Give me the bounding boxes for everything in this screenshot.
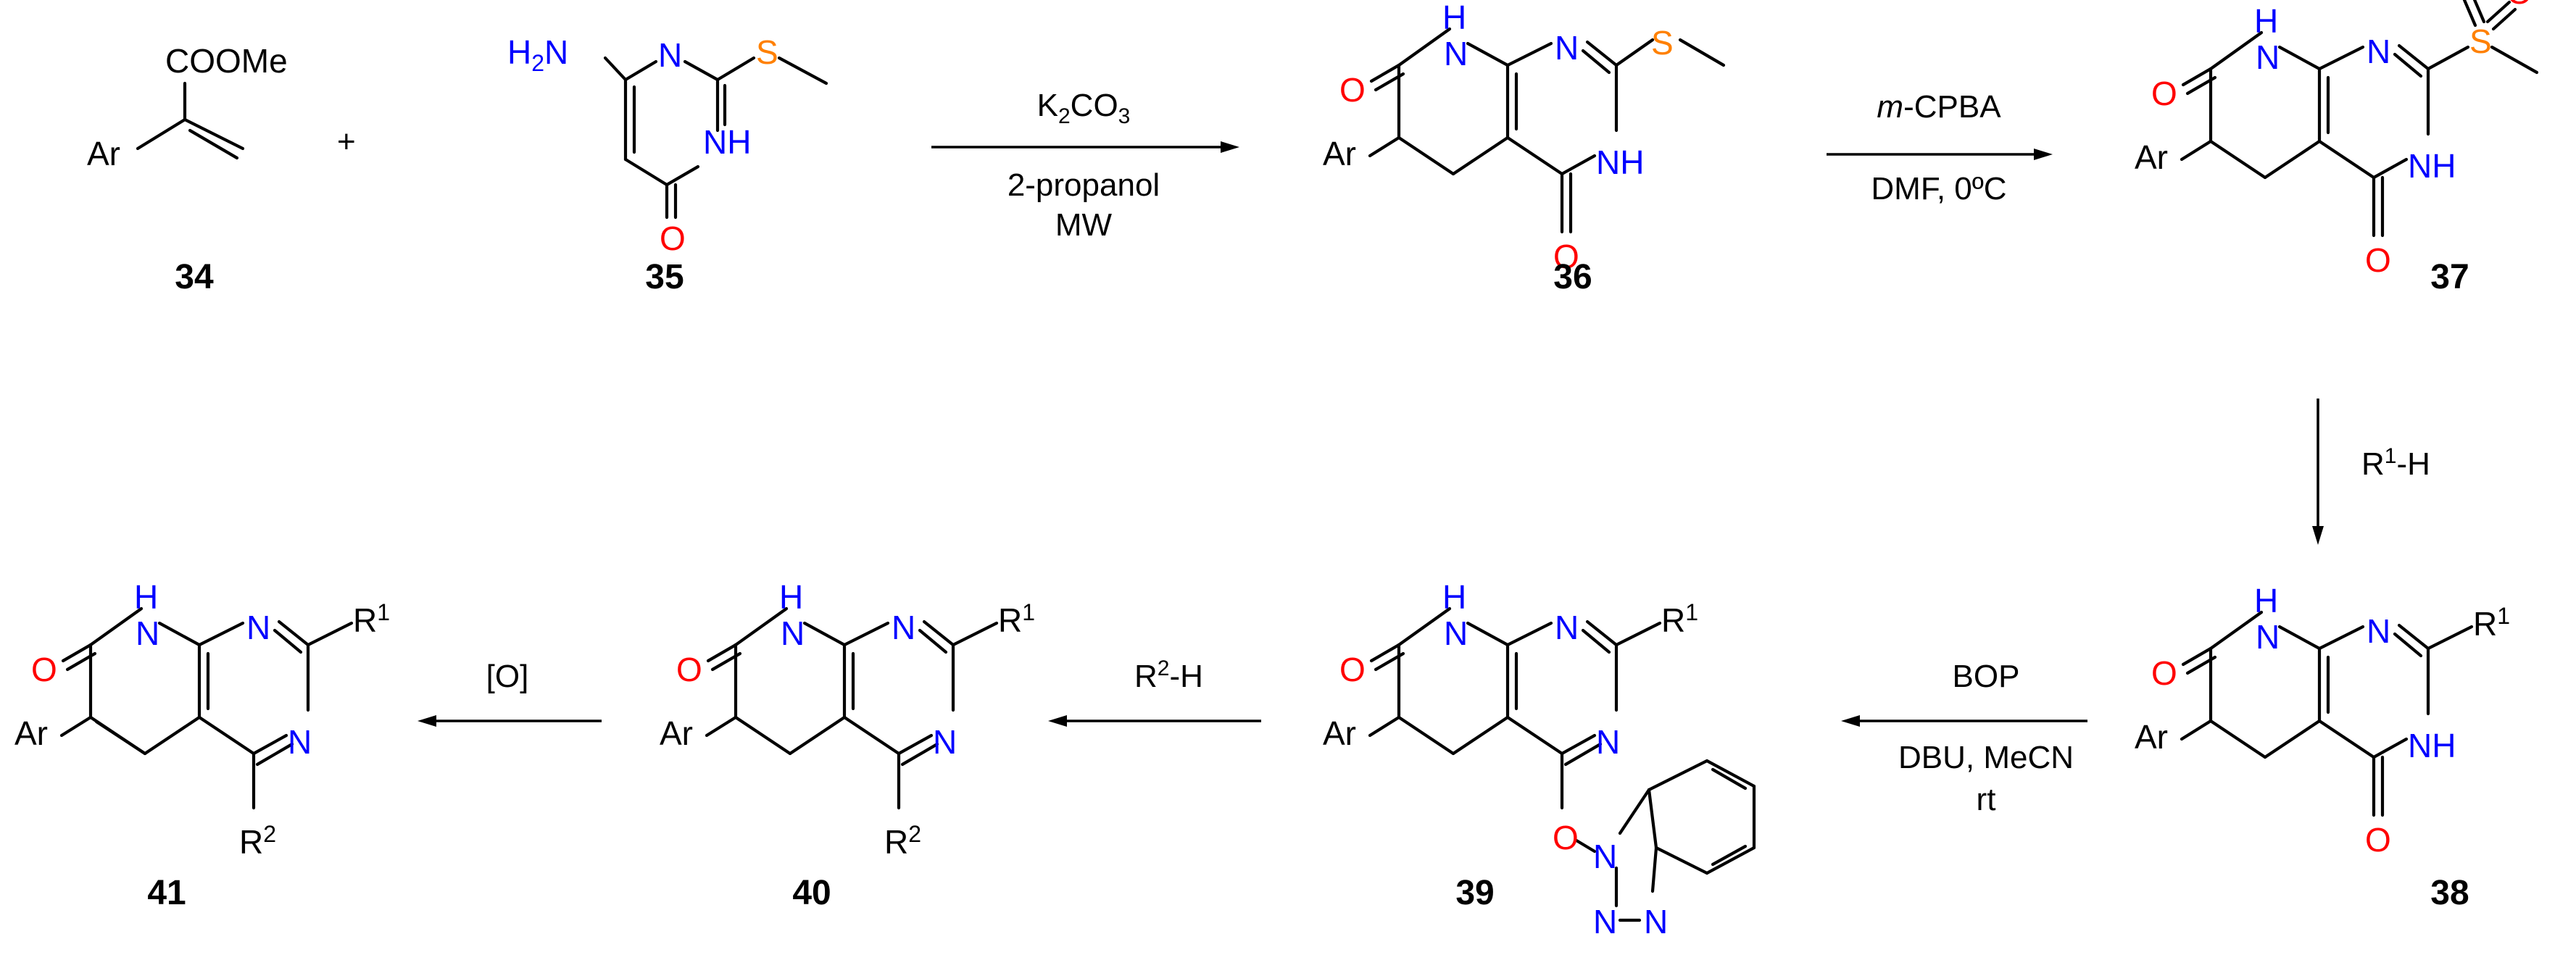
sulfone-o1: O: [2450, 0, 2476, 4]
reaction-arrow-4: BOP DBU, MeCN rt: [1841, 659, 2087, 817]
sulfone-s: S: [2469, 22, 2492, 60]
r1-group: R1: [1661, 599, 1698, 639]
carbonyl-o: O: [2365, 821, 2391, 859]
r2-group: R2: [239, 821, 276, 861]
pyrimidine-n2: N: [1596, 723, 1620, 761]
lactam-nh-n: N: [2256, 618, 2280, 656]
lactam-nh-n: N: [2256, 38, 2280, 76]
carbonyl-o: O: [2365, 241, 2391, 279]
pyrimidine-n2: N: [933, 723, 957, 761]
reaction-arrow-5: R2-H: [1048, 656, 1261, 727]
compound-36: O H N N NH O S Ar 36: [1323, 0, 1726, 296]
ar-group-text: Ar: [87, 135, 120, 172]
lactam-o: O: [1339, 71, 1366, 109]
pyrimidine-n: N: [2367, 612, 2390, 650]
reagent-bop: BOP: [1953, 659, 2020, 694]
compound-label-39: 39: [1455, 874, 1494, 912]
pyrimidine-n1: N: [1555, 609, 1579, 646]
solvent-2-propanol: 2-propanol: [1007, 167, 1160, 203]
r1-group: R1: [998, 599, 1035, 639]
reaction-arrow-1: K2CO3 2-propanol MW: [931, 88, 1239, 243]
ar-group: Ar: [14, 714, 48, 752]
lactam-o: O: [676, 651, 702, 688]
ether-o: O: [1553, 819, 1579, 856]
sulfur: S: [1651, 24, 1674, 62]
pyrimidine-nh: NH: [1596, 143, 1644, 181]
reagent-oxidant: [O]: [486, 659, 529, 694]
lactam-o: O: [31, 651, 57, 688]
triazole-n3: N: [1644, 903, 1668, 940]
pyrimidine-nh: NH: [2408, 147, 2456, 185]
compound-40: O H N N N R1 R2 Ar 40: [660, 578, 1035, 912]
sulfur-text: S: [756, 33, 778, 71]
reaction-arrow-2: m-CPBA DMF, 0ºC: [1827, 89, 2053, 207]
compound-label-34: 34: [175, 258, 214, 296]
condition-mw: MW: [1055, 207, 1113, 243]
reaction-arrow-6: [O]: [417, 659, 602, 727]
triazole-n1: N: [1593, 838, 1617, 875]
compound-37: O H N N NH O S O O Ar 37: [2135, 0, 2539, 296]
pyrimidine-n1: N: [892, 609, 915, 646]
solvent-dmf-temp: DMF, 0ºC: [1871, 171, 2006, 207]
lactam-nh-n: N: [781, 614, 805, 652]
compound-label-37: 37: [2430, 258, 2469, 296]
lactam-nh-h: H: [1442, 0, 1466, 36]
compound-41: O H N N N R1 R2 Ar 41: [14, 578, 390, 912]
pyrimidine-n: N: [2367, 33, 2390, 70]
triazole-n2: N: [1593, 903, 1617, 940]
ar-group: Ar: [1323, 135, 1356, 172]
compound-label-41: 41: [147, 874, 186, 912]
compound-34: COOMe Ar 34: [87, 42, 288, 296]
r1-group: R1: [2473, 603, 2510, 643]
compound-label-38: 38: [2430, 874, 2469, 912]
pyrimidine-n1: N: [246, 609, 270, 646]
reagent-r2h: R2-H: [1134, 656, 1203, 694]
pyrimidine-nh: NH: [2408, 727, 2456, 764]
ar-group: Ar: [1323, 714, 1356, 752]
reagent-mcpba: m-CPBA: [1877, 89, 2001, 125]
lactam-nh-n: N: [1444, 614, 1468, 652]
compound-label-40: 40: [792, 874, 831, 912]
plus-sign: +: [337, 124, 356, 159]
compound-label-35: 35: [645, 258, 684, 296]
lactam-o: O: [1339, 651, 1366, 688]
reaction-arrow-3: R1-H: [2312, 399, 2430, 545]
carbonyl-o: O: [1553, 238, 1579, 275]
ar-group: Ar: [2135, 718, 2168, 756]
carbonyl-o-text: O: [660, 220, 686, 257]
ester-group-text: COOMe: [165, 42, 288, 80]
lactam-nh-h: H: [779, 578, 803, 616]
pyrimidine-nh-text: NH: [703, 123, 751, 161]
compound-label-36: 36: [1553, 258, 1592, 296]
compound-38: O H N N NH O R1 Ar 38: [2135, 582, 2510, 912]
lactam-o: O: [2151, 654, 2177, 692]
compound-39: O H N N N O N N N R1 Ar 39: [1323, 578, 1756, 940]
ar-group: Ar: [2135, 138, 2168, 176]
pyrimidine-n2: N: [288, 723, 312, 761]
base-solvent: DBU, MeCN: [1898, 740, 2074, 775]
lactam-nh-n: N: [136, 614, 159, 652]
lactam-nh-h: H: [2254, 2, 2278, 40]
reagent-r1h: R1-H: [2361, 444, 2430, 482]
lactam-nh-h: H: [1442, 578, 1466, 616]
lactam-nh-h: H: [2254, 582, 2278, 620]
reagent-k2co3: K2CO3: [1037, 88, 1131, 128]
lactam-nh-h: H: [134, 578, 158, 616]
r2-group: R2: [884, 821, 921, 861]
sulfone-o2: O: [2506, 0, 2533, 11]
pyrimidine-n-text: N: [658, 36, 682, 74]
condition-rt: rt: [1977, 782, 1996, 817]
amine-nh2-text: H2N: [507, 33, 568, 76]
ar-group: Ar: [660, 714, 693, 752]
pyrimidine-n: N: [1555, 29, 1579, 67]
lactam-nh-n: N: [1444, 35, 1468, 72]
compound-35: H2N N NH O S 35: [507, 33, 828, 296]
lactam-o: O: [2151, 75, 2177, 112]
r1-group: R1: [353, 599, 390, 639]
